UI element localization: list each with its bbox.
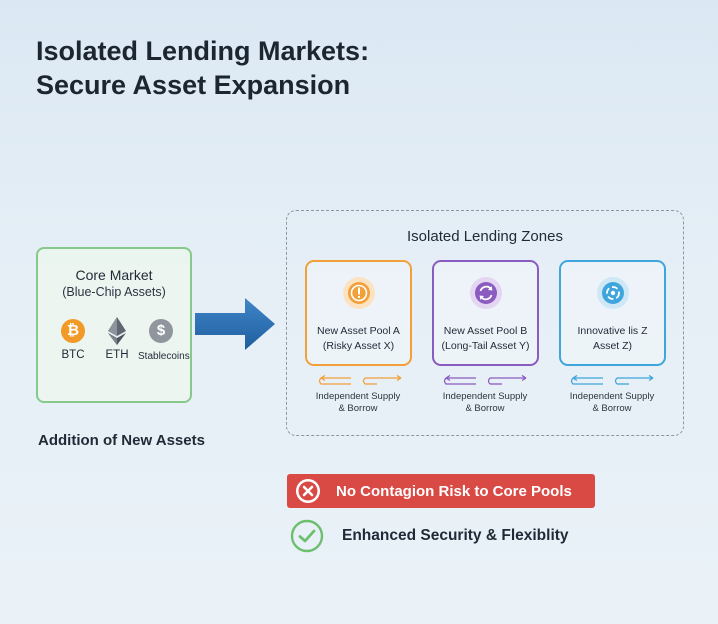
supply-borrow-arrows-icon bbox=[318, 375, 402, 385]
pool-b-card: New Asset Pool B (Long-Tail Asset Y) bbox=[432, 260, 539, 366]
pool-a-flow-label: Independent Supply & Borrow bbox=[315, 391, 401, 414]
asset-eth: ETH bbox=[94, 317, 140, 361]
pool-b-icon bbox=[469, 276, 503, 310]
title-line-2: Secure Asset Expansion bbox=[36, 70, 351, 100]
pool-a-icon bbox=[342, 276, 376, 310]
core-market-subtitle: (Blue-Chip Assets) bbox=[62, 285, 166, 299]
pool-z-icon bbox=[596, 276, 630, 310]
supply-borrow-arrows-icon bbox=[570, 375, 654, 385]
no-contagion-risk-badge: No Contagion Risk to Core Pools bbox=[287, 474, 595, 508]
pool-a-name: New Asset Pool A (Risky Asset X) bbox=[317, 325, 400, 352]
pool-b-name: New Asset Pool B (Long-Tail Asset Y) bbox=[441, 325, 530, 352]
supply-borrow-arrows-icon bbox=[443, 375, 527, 385]
zones-title: Isolated Lending Zones bbox=[407, 228, 563, 245]
asset-stablecoins: $ Stablecoins bbox=[138, 319, 190, 362]
dollar-icon: $ bbox=[149, 319, 173, 343]
checkmark-icon bbox=[290, 519, 324, 553]
asset-label: ETH bbox=[105, 349, 129, 361]
core-market-title: Core Market bbox=[75, 267, 153, 283]
close-icon bbox=[296, 479, 320, 503]
pool-z-card: Innovative lis Z Asset Z) bbox=[559, 260, 666, 366]
risk-badge-text: No Contagion Risk to Core Pools bbox=[336, 483, 572, 500]
pool-z-name: Innovative lis Z Asset Z) bbox=[577, 325, 648, 352]
bitcoin-icon: ₿ bbox=[61, 319, 85, 343]
pool-a-card: New Asset Pool A (Risky Asset X) bbox=[305, 260, 412, 366]
ethereum-icon bbox=[108, 317, 126, 345]
asset-label: Stablecoins bbox=[138, 351, 190, 362]
asset-label: BTC bbox=[61, 349, 85, 361]
security-badge-text: Enhanced Security & Flexiblity bbox=[342, 527, 569, 544]
asset-btc: ₿ BTC bbox=[50, 319, 96, 361]
title-line-1: Isolated Lending Markets: bbox=[36, 36, 370, 66]
page-title: Isolated Lending Markets: Secure Asset E… bbox=[36, 34, 369, 102]
core-market-box: Core Market (Blue-Chip Assets) ₿ BTC ETH… bbox=[36, 247, 192, 403]
isolated-zones-container: Isolated Lending Zones New Asset Pool A … bbox=[286, 210, 684, 436]
core-asset-list: ₿ BTC ETH $ Stablecoins bbox=[38, 317, 190, 379]
pool-b-flow-label: Independent Supply & Borrow bbox=[442, 391, 528, 414]
arrow-right-icon bbox=[195, 298, 275, 350]
addition-label: Addition of New Assets bbox=[38, 432, 205, 449]
pool-z-flow-label: Independent Supply & Borrow bbox=[569, 391, 655, 414]
